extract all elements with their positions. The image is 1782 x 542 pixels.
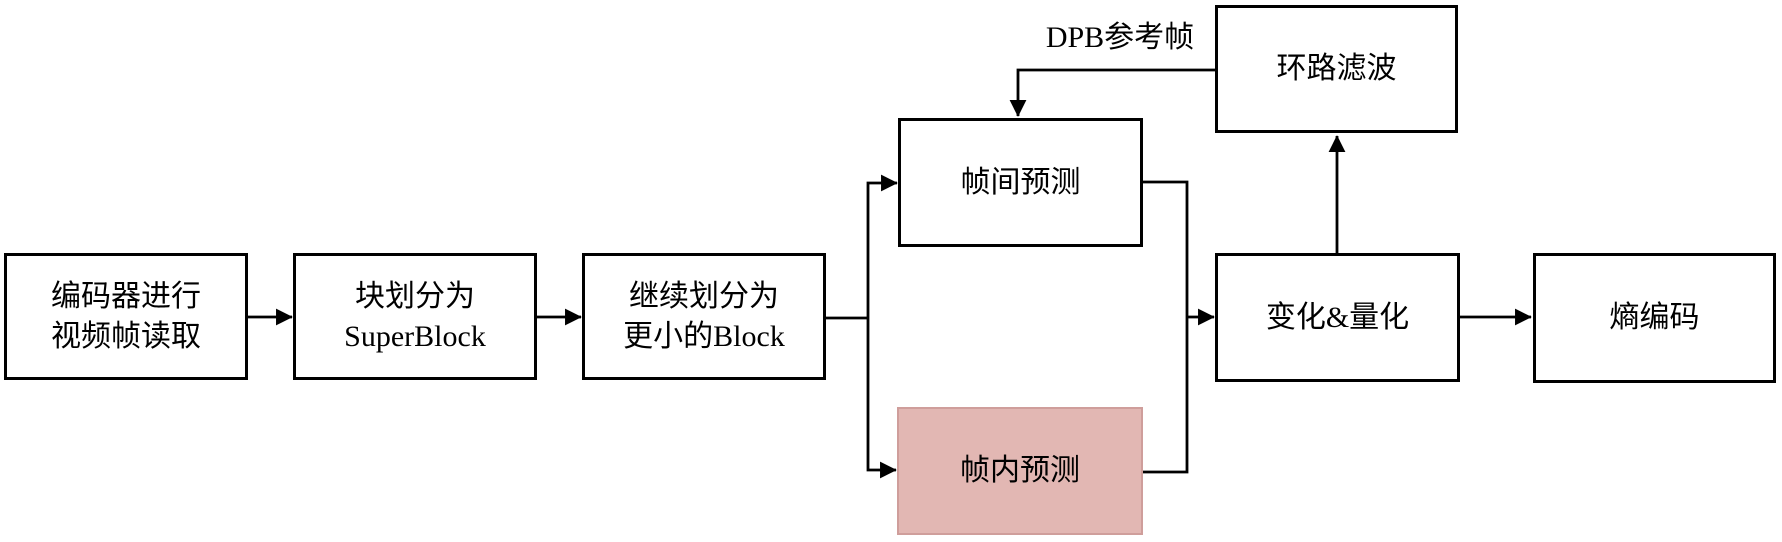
arrow-branch-to-inter-prediction (866, 174, 898, 318)
node-intra-prediction: 帧内预测 (897, 407, 1143, 535)
node-transform-quantize-label: 变化&量化 (1265, 300, 1410, 334)
node-entropy-coding-label: 熵编码 (1609, 301, 1700, 334)
node-superblock-label-line2: SuperBlock (344, 319, 486, 353)
node-loop-filter: 环路滤波 (1215, 5, 1458, 133)
node-smaller-block-label-line1: 继续划分为 (629, 279, 779, 313)
node-frame-read-label-line1: 编码器进行 (51, 279, 201, 313)
node-inter-prediction: 帧间预测 (898, 118, 1143, 247)
node-superblock-label-line1: 块划分为 (355, 279, 475, 313)
node-frame-read-label-line2: 视频帧读取 (51, 319, 201, 353)
node-smaller-block-label-line2: 更小的Block (623, 319, 785, 353)
node-entropy-coding: 熵编码 (1533, 253, 1776, 383)
node-superblock-partition: 块划分为 SuperBlock (293, 253, 537, 380)
arrow-loopfilter-dpb-to-inter-prediction (1009, 68, 1215, 117)
node-frame-read: 编码器进行 视频帧读取 (4, 253, 248, 380)
arrow-branch-to-intra-prediction (866, 318, 897, 479)
node-intra-prediction-label: 帧内预测 (960, 454, 1080, 487)
node-inter-prediction-label: 帧间预测 (960, 165, 1081, 199)
node-transform-quantize: 变化&量化 (1215, 253, 1460, 382)
node-loop-filter-label: 环路滤波 (1276, 52, 1397, 85)
node-smaller-block-partition: 继续划分为 更小的Block (582, 253, 826, 380)
line-prediction-merge (1143, 180, 1189, 474)
dpb-reference-frame-label: DPB参考帧 (1045, 21, 1195, 54)
